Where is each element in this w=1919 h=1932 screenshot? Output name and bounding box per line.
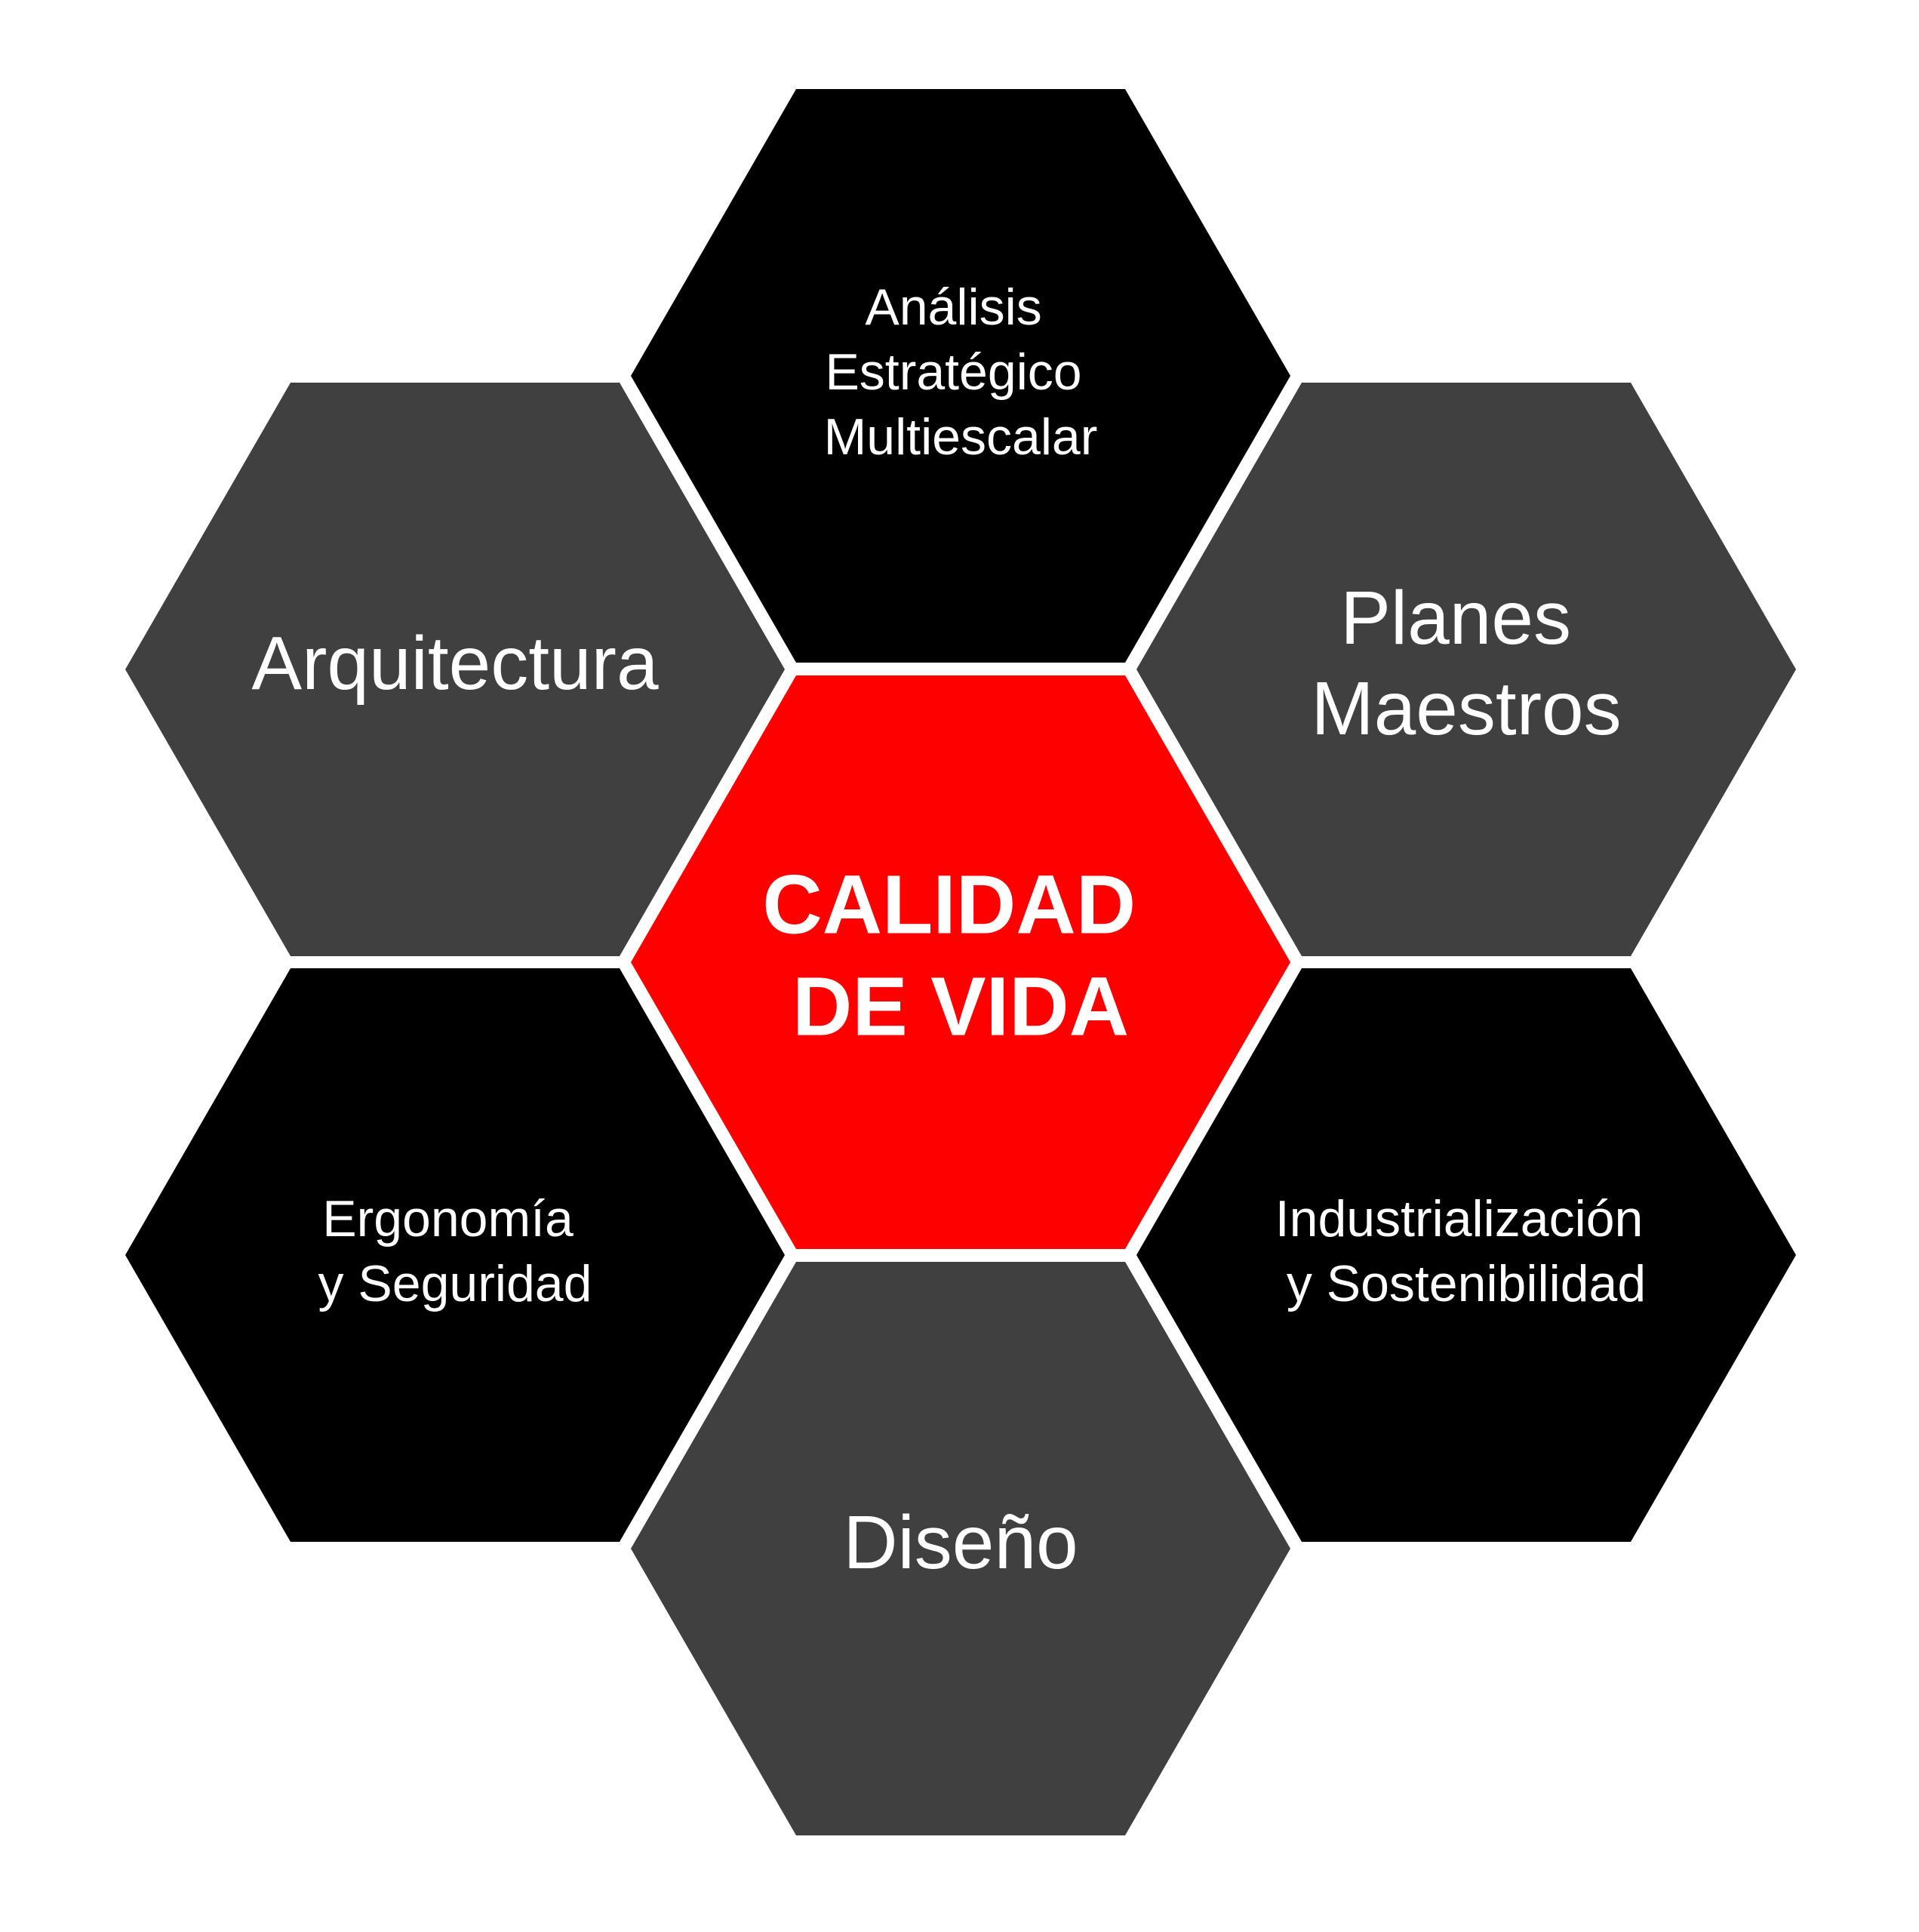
hex-upper-right-line-1: Planes: [1340, 576, 1571, 660]
hex-top: Análisis Estratégico Multiescalar: [631, 89, 1290, 663]
hex-upper-left: Arquitectura: [125, 383, 785, 956]
hex-top-line-1: Análisis: [865, 278, 1041, 336]
hex-lower-right-line-1: Industrialización: [1275, 1190, 1644, 1247]
hex-center-shape: [631, 675, 1290, 1249]
hex-center-label: CALIDAD DE VIDA: [762, 859, 1159, 1054]
hex-lower-left-line-1: Ergonomía: [322, 1190, 574, 1247]
hex-bottom-label: Diseño: [843, 1500, 1078, 1585]
hex-top-line-3: Multiescalar: [824, 408, 1098, 466]
hex-top-label: Análisis Estratégico Multiescalar: [824, 278, 1098, 466]
hex-center: CALIDAD DE VIDA: [631, 675, 1290, 1249]
hex-center-line-2: DE VIDA: [792, 961, 1129, 1054]
hex-lower-left-line-2: y Seguridad: [318, 1255, 592, 1312]
hex-lower-right-label: Industrialización y Sostenibilidad: [1275, 1190, 1658, 1312]
hex-upper-right: Planes Maestros: [1136, 383, 1796, 956]
hex-upper-left-label: Arquitectura: [251, 621, 659, 706]
hex-center-line-1: CALIDAD: [762, 859, 1136, 952]
hex-upper-left-line-1: Arquitectura: [251, 621, 659, 706]
hex-lower-right-line-2: y Sostenibilidad: [1287, 1255, 1646, 1312]
hex-upper-right-shape: [1136, 383, 1796, 956]
hex-upper-right-line-2: Maestros: [1311, 666, 1621, 751]
hex-upper-left-shape: [125, 383, 785, 956]
hex-bottom: Diseño: [631, 1262, 1290, 1835]
hex-bottom-shape: [631, 1262, 1290, 1835]
hex-top-shape: [631, 89, 1290, 663]
hex-lower-left: Ergonomía y Seguridad: [125, 968, 785, 1542]
hex-bottom-line-1: Diseño: [843, 1500, 1078, 1585]
hex-lower-left-shape: [125, 968, 785, 1542]
hex-lower-left-label: Ergonomía y Seguridad: [318, 1190, 592, 1312]
hex-upper-right-label: Planes Maestros: [1311, 576, 1621, 751]
hex-lower-right-shape: [1136, 968, 1796, 1542]
hex-top-line-2: Estratégico: [825, 343, 1081, 401]
hex-lower-right: Industrialización y Sostenibilidad: [1136, 968, 1796, 1542]
